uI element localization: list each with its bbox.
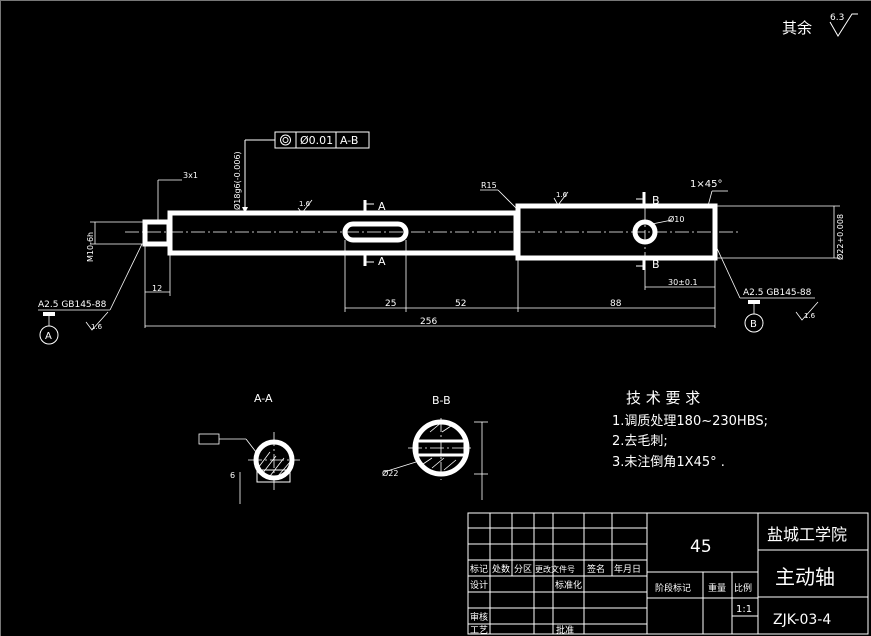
tb-h3: 更改文件号 xyxy=(535,564,575,574)
svg-text:1.6: 1.6 xyxy=(91,323,103,331)
svg-text:1.6: 1.6 xyxy=(556,191,568,199)
roughness-symbol: 6.3 xyxy=(829,13,858,37)
dim-thread: M10-6h xyxy=(86,221,145,262)
shaft-main xyxy=(125,203,740,261)
tb-weight: 重量 xyxy=(708,582,726,594)
svg-text:1.6: 1.6 xyxy=(804,312,816,320)
tb-h5: 年月日 xyxy=(614,563,641,575)
tb-code: ZJK-03-4 xyxy=(773,612,831,628)
roughness-mid: 1.6 xyxy=(297,199,313,214)
tech-item-1: 1.调质处理180~230HBS; xyxy=(612,414,768,429)
section-cut-b: B B xyxy=(636,192,660,271)
tb-school: 盐城工学院 xyxy=(767,525,847,544)
section-bb-title: B-B xyxy=(432,394,451,407)
svg-text:Ø10: Ø10 xyxy=(668,214,684,224)
dim-12: 12 xyxy=(152,284,162,293)
dim-r15: R15 xyxy=(480,181,517,209)
svg-text:M10-6h: M10-6h xyxy=(86,232,95,262)
tb-h1: 处数 xyxy=(492,563,510,575)
center-note-right: A2.5 GB145-88 B 1.6 xyxy=(714,243,819,333)
roughness-right: 1.6 xyxy=(553,191,569,206)
tolerance-value: Ø0.01 xyxy=(300,134,333,147)
datum-b: B xyxy=(750,319,757,330)
tb-standard: 标准化 xyxy=(555,579,582,591)
svg-text:1.6: 1.6 xyxy=(299,200,311,208)
section-aa-title: A-A xyxy=(254,392,273,405)
tb-scale: 1:1 xyxy=(736,604,752,615)
tb-material: 45 xyxy=(690,537,712,557)
dim-chamfer-right: 1×45° xyxy=(690,179,728,207)
title-block: 45 盐城工学院 主动轴 ZJK-03-4 1:1 阶段标记 重量 比例 标记 … xyxy=(467,512,869,636)
svg-text:Ø22+0.008: Ø22+0.008 xyxy=(835,214,845,260)
svg-text:A2.5 GB145-88: A2.5 GB145-88 xyxy=(743,288,812,298)
tech-requirements: 技 术 要 求 1.调质处理180~230HBS; 2.去毛刺; 3.未注倒角1… xyxy=(612,389,768,470)
svg-text:1×45°: 1×45° xyxy=(690,179,722,190)
cut-b-top: B xyxy=(652,194,660,207)
svg-text:3x1: 3x1 xyxy=(183,171,198,180)
tb-review: 审核 xyxy=(470,611,488,623)
dim-256: 256 xyxy=(420,317,437,327)
tb-approve: 批准 xyxy=(556,624,574,636)
dim-chamfer-left: 3x1 xyxy=(157,171,198,222)
dim-dia-mid: Ø18g6(-0.006) xyxy=(232,151,242,210)
cut-a-top: A xyxy=(378,200,386,213)
svg-text:R15: R15 xyxy=(481,181,497,190)
dim-25: 25 xyxy=(385,299,396,309)
datum-a: A xyxy=(45,331,52,342)
center-note-left: A2.5 GB145-88 A 1.6 xyxy=(38,243,143,345)
tolerance-datum: A-B xyxy=(340,134,358,147)
cut-b-bottom: B xyxy=(652,258,660,271)
tolerance-frame: Ø0.01 A-B xyxy=(242,131,370,213)
section-bb: Ø22 xyxy=(382,418,488,500)
tb-ratio: 比例 xyxy=(734,582,752,594)
dim-hole: Ø10 xyxy=(651,214,684,225)
tb-part: 主动轴 xyxy=(775,565,835,589)
dim-bottom-lines xyxy=(144,240,716,328)
tb-process: 工艺 xyxy=(470,625,488,636)
tech-item-2: 2.去毛刺; xyxy=(612,434,668,449)
tech-title: 技 术 要 求 xyxy=(626,389,700,407)
bb-dia: Ø22 xyxy=(382,468,398,478)
dim-52: 52 xyxy=(455,299,466,309)
tb-h4: 签名 xyxy=(587,563,605,575)
roughness-label: 其余 xyxy=(782,19,812,37)
roughness-value: 6.3 xyxy=(830,13,844,23)
dim-dia-right: Ø22+0.008 xyxy=(715,205,845,260)
aa-key-dim: 6 xyxy=(230,471,235,480)
tb-h2: 分区 xyxy=(514,564,532,575)
dim-30: 30±0.1 xyxy=(668,278,698,287)
section-aa: 6 xyxy=(198,432,300,504)
tb-stage: 阶段标记 xyxy=(655,582,691,594)
section-cut-a: A A xyxy=(363,200,386,268)
dim-88: 88 xyxy=(610,299,622,309)
tech-item-3: 3.未注倒角1X45° . xyxy=(612,455,725,470)
tb-h0: 标记 xyxy=(470,563,488,575)
svg-text:A2.5 GB145-88: A2.5 GB145-88 xyxy=(38,300,107,310)
tb-design: 设计 xyxy=(470,579,488,591)
cut-a-bottom: A xyxy=(378,255,386,268)
